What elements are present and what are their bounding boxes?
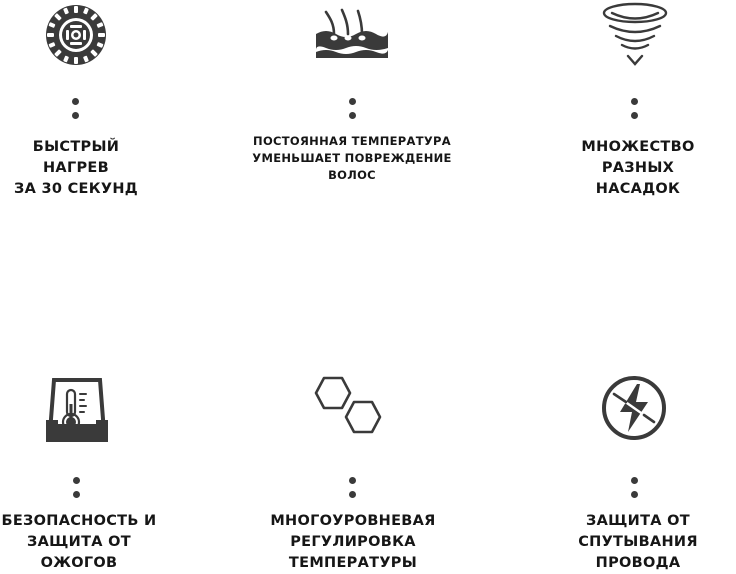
separator-dots — [72, 98, 80, 120]
separator-dots — [631, 98, 639, 120]
heating-coil-icon — [46, 5, 106, 65]
separator-dots — [631, 477, 639, 499]
separator-dots — [349, 98, 357, 120]
feature-label: Защита от спутывания провода — [578, 513, 698, 571]
feature-label: Быстрый нагрев за 30 секунд — [13, 139, 139, 197]
thermometer-icon — [46, 378, 108, 442]
feature-label: Многоуровневая регулировка температуры — [270, 513, 436, 571]
feature-label: Постоянная температура уменьшает поврежд… — [252, 134, 452, 182]
separator-dots — [349, 477, 357, 499]
feature-label: Множество разных насадок — [581, 139, 695, 197]
vortex-icon — [602, 2, 668, 66]
hair-follicle-icon — [316, 8, 388, 58]
feature-label: Безопасность и защита от ожогов — [1, 513, 157, 571]
hexagons-icon — [314, 376, 382, 434]
separator-dots — [73, 477, 81, 499]
no-tangle-bolt-icon — [602, 376, 666, 440]
